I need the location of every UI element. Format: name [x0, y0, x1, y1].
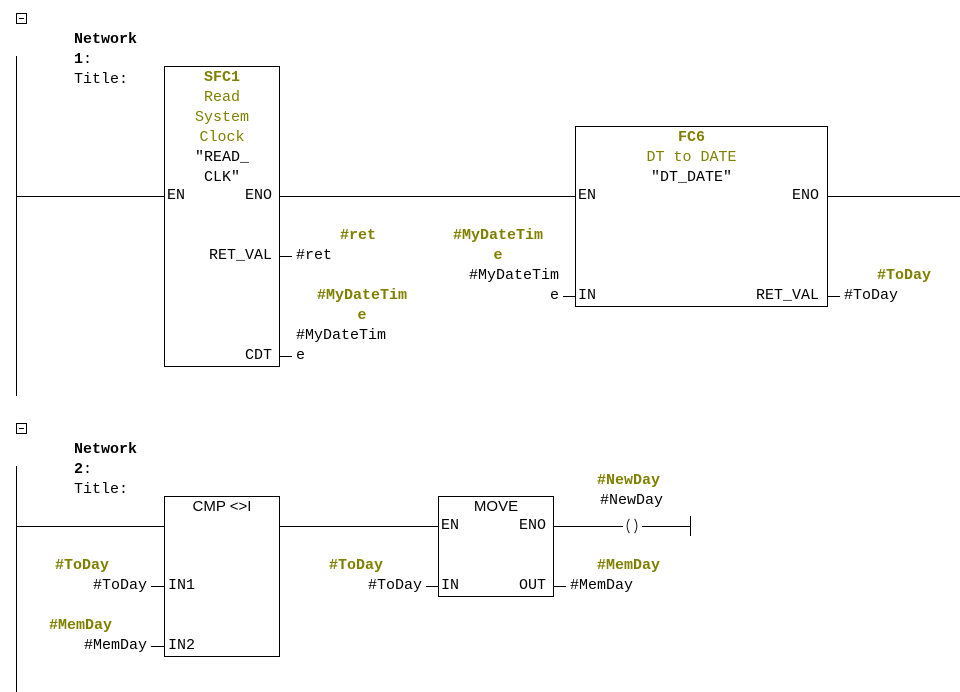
- rung-wire: [553, 526, 623, 527]
- operand-address[interactable]: #MemDay: [83, 637, 147, 654]
- rung-wire: [16, 526, 165, 527]
- sfc1-block[interactable]: [164, 66, 280, 367]
- operand-symbol: #MyDateTim: [452, 227, 543, 244]
- operand-address[interactable]: #MemDay: [570, 577, 634, 594]
- pin-stub: [563, 296, 575, 297]
- block-symbol: "DT_DATE": [650, 169, 732, 186]
- pin-in: IN: [441, 577, 460, 594]
- pin-stub: [280, 356, 292, 357]
- pin-ret-val: RET_VAL: [755, 287, 819, 304]
- network-separator: :: [83, 461, 93, 478]
- operand-address[interactable]: #ToDay: [367, 577, 422, 594]
- move-title: MOVE: [473, 498, 519, 515]
- network-label: Network: [74, 441, 138, 458]
- pin-eno: ENO: [791, 187, 819, 204]
- block-description: Read: [203, 89, 240, 106]
- move-block[interactable]: [438, 496, 554, 597]
- block-description: System: [194, 109, 249, 126]
- block-symbol: CLK": [203, 169, 240, 186]
- operand-symbol: #MemDay: [49, 617, 113, 634]
- network-2-header: Network 2: Title:: [38, 420, 137, 520]
- network-title[interactable]: Title:: [74, 481, 129, 498]
- network-number: 2: [74, 461, 84, 478]
- operand-address[interactable]: #MyDateTim: [296, 327, 387, 344]
- rung-wire: [827, 196, 960, 197]
- operand-symbol: #MyDateTim: [316, 287, 407, 304]
- coil-address[interactable]: #NewDay: [600, 492, 664, 509]
- rung-wire: [279, 526, 439, 527]
- network-1-header: Network 1: Title:: [38, 10, 137, 110]
- pin-in: IN: [578, 287, 597, 304]
- operand-address[interactable]: e: [549, 287, 559, 304]
- block-description: Clock: [199, 129, 245, 146]
- network-label: Network: [74, 31, 138, 48]
- network-separator: :: [83, 51, 93, 68]
- fc6-block[interactable]: [575, 126, 828, 307]
- power-rail: [16, 466, 17, 692]
- operand-symbol: #MemDay: [597, 557, 661, 574]
- compare-title: CMP <>I: [192, 498, 252, 515]
- pin-en: EN: [167, 187, 186, 204]
- pin-stub: [151, 586, 164, 587]
- operand-symbol: #ret: [340, 227, 377, 244]
- coil-symbol: #NewDay: [597, 472, 661, 489]
- coil-icon[interactable]: [624, 516, 640, 536]
- operand-symbol: #ToDay: [329, 557, 384, 574]
- power-rail: [16, 56, 17, 396]
- rung-wire: [279, 196, 576, 197]
- pin-stub: [151, 646, 164, 647]
- pin-ret-val: RET_VAL: [208, 247, 272, 264]
- coil-end-rail: [690, 516, 691, 536]
- block-symbol: "READ_: [194, 149, 249, 166]
- pin-stub: [554, 586, 566, 587]
- pin-en: EN: [578, 187, 597, 204]
- pin-stub: [828, 296, 840, 297]
- pin-stub: [280, 256, 292, 257]
- pin-cdt: CDT: [244, 347, 272, 364]
- operand-symbol: #ToDay: [55, 557, 110, 574]
- pin-en: EN: [441, 517, 460, 534]
- operand-symbol: e: [357, 307, 367, 324]
- pin-in2: IN2: [168, 637, 196, 654]
- operand-address[interactable]: #ToDay: [844, 287, 899, 304]
- rung-wire: [642, 526, 690, 527]
- operand-symbol: #ToDay: [877, 267, 932, 284]
- block-id: SFC1: [203, 69, 240, 86]
- operand-address[interactable]: #ToDay: [92, 577, 147, 594]
- pin-eno: ENO: [518, 517, 546, 534]
- collapse-minus-icon[interactable]: [16, 13, 27, 24]
- rung-wire: [16, 196, 165, 197]
- block-description: DT to DATE: [646, 149, 737, 166]
- block-id: FC6: [677, 129, 705, 146]
- compare-block[interactable]: [164, 496, 280, 657]
- operand-address[interactable]: #MyDateTim: [468, 267, 559, 284]
- pin-in1: IN1: [168, 577, 196, 594]
- operand-symbol: e: [493, 247, 503, 264]
- network-number: 1: [74, 51, 84, 68]
- pin-out: OUT: [518, 577, 546, 594]
- network-title[interactable]: Title:: [74, 71, 129, 88]
- pin-stub: [426, 586, 438, 587]
- collapse-minus-icon[interactable]: [16, 423, 27, 434]
- pin-eno: ENO: [244, 187, 272, 204]
- operand-address[interactable]: #ret: [296, 247, 333, 264]
- operand-address[interactable]: e: [296, 347, 306, 364]
